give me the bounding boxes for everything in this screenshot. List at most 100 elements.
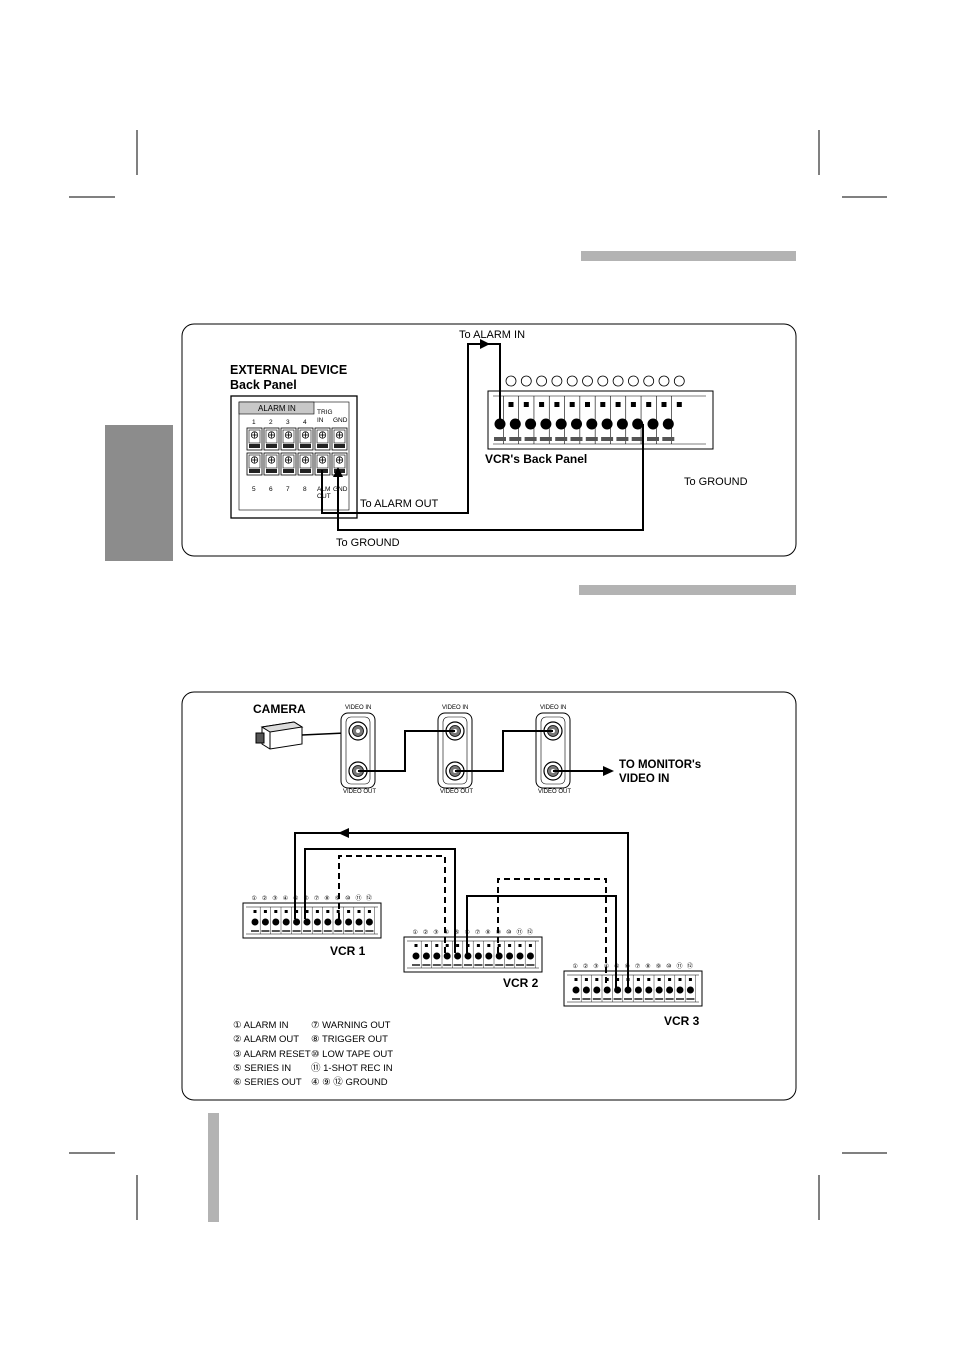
- terminal-number: ②: [262, 895, 267, 902]
- video-unit: VIDEO IN VIDEO OUT: [340, 705, 376, 795]
- external-terminal: [297, 452, 314, 476]
- external-device-panel: [230, 395, 358, 519]
- terminal-number: ③: [433, 929, 438, 936]
- vcr-indicator: [628, 375, 639, 387]
- video-unit: VIDEO IN VIDEO OUT: [437, 705, 473, 795]
- legend-left-3: ③ ALARM RESET: [233, 1049, 311, 1060]
- terminal-number: ⑦: [475, 929, 480, 936]
- external-terminal: [246, 427, 263, 451]
- external-terminal-number: 8: [303, 486, 307, 493]
- label-video-in: VIDEO IN: [345, 705, 371, 711]
- wire-ground: [337, 424, 644, 531]
- terminal-number: ⑫: [527, 928, 533, 936]
- terminal-number: ①: [573, 963, 578, 970]
- label-vcr1: VCR 1: [330, 944, 366, 958]
- label-to-ground-right: To GROUND: [684, 476, 748, 488]
- vcr-terminal: [524, 396, 545, 444]
- legend-right-4: ⑪ 1-SHOT REC IN: [311, 1063, 393, 1074]
- external-terminal: [314, 427, 331, 451]
- video-wires: [358, 730, 605, 772]
- vcr-terminal: [647, 396, 667, 444]
- external-terminal-number: 7: [286, 486, 290, 493]
- label-video-out: VIDEO OUT: [440, 789, 473, 795]
- diagram2-frame: [181, 691, 797, 1101]
- label-gnd-top: GND: [333, 417, 348, 424]
- external-terminal: [263, 427, 280, 451]
- vcr-terminal: [631, 396, 652, 444]
- terminal-number: ⑨: [335, 895, 340, 902]
- terminal-number: ⑪: [517, 928, 523, 936]
- terminal-number: ⑧: [645, 963, 650, 970]
- terminal-number: ⑥: [304, 895, 309, 902]
- external-terminal: [246, 452, 263, 476]
- alarm-in-header: [238, 401, 315, 415]
- legend-right-3: ⑩ LOW TAPE OUT: [311, 1049, 393, 1060]
- vcr-terminal: [601, 396, 621, 444]
- vcr-terminal: [616, 396, 636, 444]
- control-wires: [294, 832, 629, 988]
- terminal-number: ①: [413, 929, 418, 936]
- side-tab: [105, 425, 173, 561]
- section-bar-middle: [579, 585, 796, 595]
- arrow-to-ground: [333, 467, 343, 477]
- legend-right-2: ⑧ TRIGGER OUT: [311, 1034, 388, 1045]
- label-alm: ALM: [317, 486, 330, 493]
- label-video-in: VIDEO IN: [540, 705, 566, 711]
- vcr-indicator: [551, 375, 563, 387]
- crop-marks: [69, 130, 887, 1220]
- label-external-device: EXTERNAL DEVICE: [230, 363, 347, 377]
- terminal-number: ⑪: [677, 962, 683, 970]
- label-video-out: VIDEO OUT: [343, 789, 376, 795]
- legend-left-1: ① ALARM IN: [233, 1020, 289, 1031]
- terminal-number: ⑧: [324, 895, 329, 902]
- terminal-number: ①: [252, 895, 257, 902]
- external-terminal-number: 2: [269, 419, 273, 426]
- label-to-alarm-in: To ALARM IN: [459, 329, 525, 341]
- terminal-number: ③: [272, 895, 277, 902]
- terminal-number: ⑧: [485, 929, 490, 936]
- terminal-number: ④: [444, 929, 449, 936]
- terminal-number: ⑦: [314, 895, 319, 902]
- external-terminal: [263, 452, 280, 476]
- external-terminal: [280, 427, 297, 451]
- camera-icon: [255, 721, 346, 750]
- vcr-indicator: [673, 375, 685, 387]
- vcr-terminal: [662, 396, 682, 444]
- label-video-in: VIDEO IN: [442, 705, 468, 711]
- label-gnd-bottom: GND: [333, 486, 348, 493]
- alarm-connection-diagram: To ALARM IN EXTERNAL DEVICE Back Panel A…: [181, 323, 797, 557]
- vcr-terminal: [509, 396, 529, 444]
- arrow-return: [338, 828, 349, 838]
- label-trig: TRIG: [317, 409, 333, 416]
- external-terminal-number: 6: [269, 486, 273, 493]
- external-terminal-block: [246, 427, 348, 476]
- label-trig-in: IN: [317, 417, 324, 424]
- legend-right-1: ⑦ WARNING OUT: [311, 1020, 391, 1031]
- terminal-number: ⑤: [454, 929, 459, 936]
- external-terminal: [297, 427, 314, 451]
- terminal-number: ②: [423, 929, 428, 936]
- legend-left-5: ⑥ SERIES OUT: [233, 1077, 302, 1088]
- external-terminal-number: 4: [303, 419, 307, 426]
- label-back-panel: Back Panel: [230, 378, 297, 392]
- vcr-terminal: [570, 396, 590, 444]
- vcr-indicator: [643, 375, 655, 387]
- external-terminal-number: 1: [252, 419, 256, 426]
- vcr-indicator: [536, 375, 547, 387]
- arrow-to-alarm-in: [480, 339, 490, 349]
- terminal-number: ⑫: [366, 894, 372, 902]
- terminal-number: ⑪: [356, 894, 362, 902]
- label-alm-out: OUT: [317, 493, 331, 500]
- terminal-number: ⑩: [506, 929, 511, 936]
- external-terminal-number: 5: [252, 486, 256, 493]
- vcr-terminal: [585, 396, 606, 444]
- vcr-indicator-row: [505, 375, 685, 387]
- terminal-number: ⑦: [635, 963, 640, 970]
- external-terminal-number: 3: [286, 419, 290, 426]
- label-to-monitor-1: TO MONITOR's: [619, 759, 701, 771]
